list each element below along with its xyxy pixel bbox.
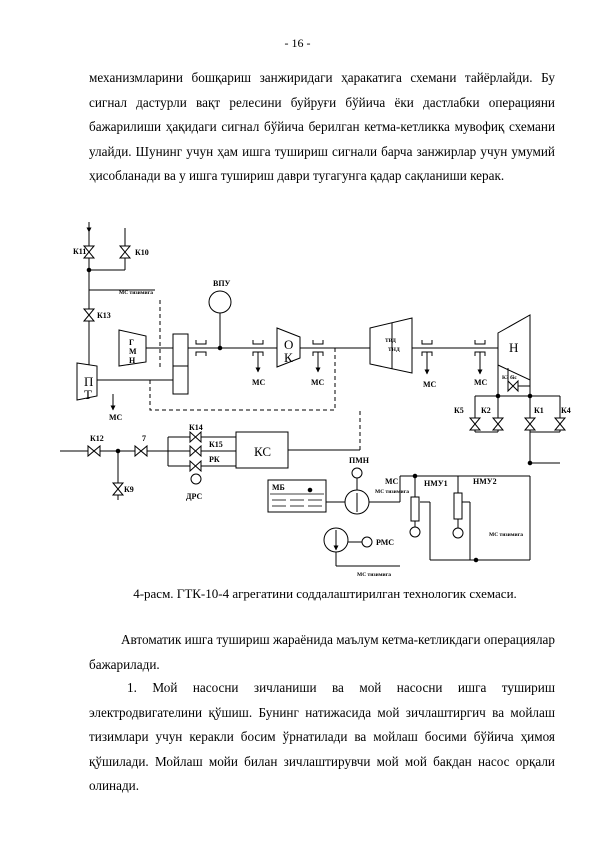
combustion-chamber-ks — [235, 431, 289, 469]
valve-7 — [134, 444, 148, 458]
nmu2-motor — [452, 527, 464, 539]
label-k1: К1 — [534, 406, 544, 415]
paragraph-automatic-start: Автоматик ишга тушириш жараёнида маълум … — [89, 632, 555, 672]
label-ok-2: К — [284, 350, 293, 365]
label-tnd: ТНД — [388, 347, 400, 353]
label-ms-tizimiga-2: МС тизимига — [375, 489, 409, 495]
nmu1-motor — [409, 526, 421, 538]
valve-k14 — [189, 430, 202, 444]
label-mb: МБ — [272, 483, 285, 492]
label-pt-1: П — [84, 374, 93, 389]
label-tvd: ТВД — [385, 338, 396, 344]
label-ms-tizimiga-4: МС тизимига — [357, 572, 391, 578]
label-k5: К5 — [454, 406, 464, 415]
label-k4: К4 — [561, 406, 571, 415]
label-rk: РК — [209, 455, 220, 464]
valve-k10 — [118, 228, 132, 270]
label-7: 7 — [142, 434, 146, 443]
vpu-unit — [208, 290, 232, 314]
label-ms-6: МС — [385, 477, 399, 486]
technological-scheme-diagram: К11 К10 МС тизимига К13 ВПУ Г М Н П Т О … — [60, 222, 571, 578]
label-gmn-2: М — [129, 347, 137, 356]
label-k12: К12 — [90, 434, 104, 443]
valve-k2 — [491, 417, 505, 431]
label-gmn-3: Н — [129, 356, 136, 365]
label-k2: К2 — [481, 406, 491, 415]
coupling-upper — [172, 333, 189, 367]
drs-motor — [190, 473, 202, 485]
label-ms-1: МС — [252, 378, 266, 387]
label-ms-4: МС — [474, 378, 488, 387]
label-nmu1: НМУ1 — [424, 479, 448, 488]
valve-k4 — [553, 417, 567, 431]
valve-k1 — [523, 417, 537, 431]
valve-rk — [189, 459, 202, 473]
label-pt-2: Т — [84, 387, 92, 402]
label-ms-5: МС — [109, 413, 123, 422]
intro-paragraph: механизмларини бошқариш занжиридаги ҳара… — [89, 70, 555, 184]
pump-nmu2 — [453, 492, 463, 520]
label-k10: К10 — [135, 248, 149, 257]
label-gmn-1: Г — [129, 338, 134, 347]
valve-k11 — [82, 228, 96, 262]
valve-k9 — [111, 482, 125, 496]
label-drs: ДРС — [186, 492, 202, 501]
label-ms-tizimiga-1: МС тизимига — [119, 290, 153, 296]
page-number: - 16 - — [284, 36, 311, 50]
label-k11: К11 — [73, 247, 86, 256]
valve-k3-bis — [507, 379, 519, 393]
label-k3-bis: К3 біс — [502, 374, 517, 381]
gear-pump-gmn — [118, 329, 147, 367]
valve-k5 — [468, 417, 482, 431]
label-k9: К9 — [124, 485, 134, 494]
label-vpu: ВПУ — [213, 279, 231, 288]
turbine-tvd-tnd — [369, 317, 413, 374]
label-ms-tizimiga-3: МС тизимига — [489, 532, 523, 538]
rms-motor — [361, 536, 373, 548]
label-ms-3: МС — [423, 380, 437, 389]
figure-caption: 4-расм. ГТК-10-4 агрегатини соддалаштири… — [133, 586, 517, 601]
coupling-lower — [172, 365, 189, 395]
label-k14: К14 — [189, 423, 203, 432]
label-nmu2: НМУ2 — [473, 477, 497, 486]
bearings — [195, 340, 486, 356]
axial-compressor-ok — [276, 327, 301, 368]
power-turbine-pt — [76, 362, 98, 401]
valve-k12 — [87, 444, 101, 458]
label-k13: К13 — [97, 311, 111, 320]
label-k15: К15 — [209, 440, 223, 449]
valve-k15 — [189, 444, 202, 458]
label-ks: КС — [254, 444, 271, 459]
label-ok-1: О — [284, 337, 293, 352]
pump-nmu1 — [410, 496, 420, 522]
paragraph-step-1: 1. Мой насосни зичланиши ва мой насосни … — [89, 680, 555, 794]
valve-k13 — [82, 308, 96, 322]
label-pmn: ПМН — [349, 456, 370, 465]
oil-tank-mb — [267, 479, 327, 513]
label-n: Н — [509, 340, 518, 355]
label-ms-2: МС — [311, 378, 325, 387]
pmn-motor — [351, 467, 363, 479]
label-rms: РМС — [376, 538, 394, 547]
